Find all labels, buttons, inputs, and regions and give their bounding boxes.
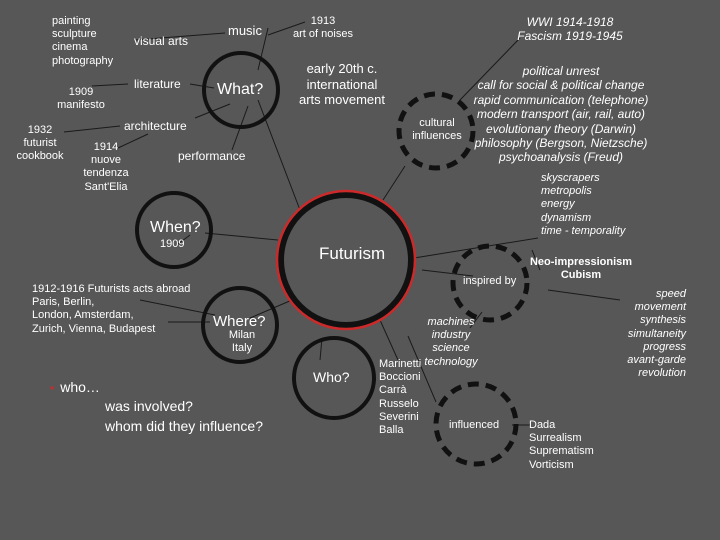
where-title: Where? [213, 313, 266, 330]
music-label: music [228, 23, 262, 38]
connector-movements-inspired [531, 249, 541, 271]
influenced-movements-list: Dada Surrealism Suprematism Vorticism [529, 419, 594, 471]
connector-influenced-center [407, 335, 437, 403]
inspired-by-label: inspired by [463, 275, 517, 287]
who-title: Who? [313, 369, 350, 385]
urban-themes-list: skyscrapers metropolis energy dynamism t… [541, 172, 626, 237]
cultural-influences-label: cultural influences [412, 117, 462, 143]
visual-arts-label: visual arts [134, 34, 189, 48]
arts-movement-label: early 20th c. international arts movemen… [299, 61, 385, 108]
when-ring [135, 191, 213, 269]
futurism-title: Futurism [319, 244, 386, 263]
inspiration-movements: Neo-impressionism Cubism [529, 256, 633, 282]
connector-nuove-architecture [117, 133, 149, 149]
futurist-artists-list: Marinetti Boccioni Carrà Russelo Severin… [379, 358, 422, 436]
futurists-abroad-text: 1912-1916 Futurists acts abroad Paris, B… [32, 283, 191, 335]
who-bullet-text: who… [60, 379, 100, 395]
connector-cookbook-architecture [63, 125, 121, 133]
performance-label: performance [178, 149, 246, 163]
nuove-tendenza-label: 1914 nuove tendenza Sant'Elia [83, 141, 129, 193]
connector-literature-what [189, 83, 215, 89]
connector-cultural-center [382, 165, 406, 201]
where-ring [201, 286, 279, 364]
connector-where-bullet [139, 299, 216, 316]
connector-artists-center [379, 319, 399, 361]
connector-year-when [177, 234, 191, 245]
who-question-influence: whom did they influence? [105, 418, 263, 434]
art-of-noises-label: 1913 art of noises [293, 15, 353, 41]
influenced-label: influenced [449, 419, 500, 431]
when-year: 1909 [160, 238, 185, 250]
what-title: What? [217, 81, 264, 98]
connector-visualarts-music [134, 32, 226, 41]
cultural-influences-list: political unrest call for social & polit… [473, 64, 649, 165]
technology-list: machines industry science technology [424, 316, 478, 368]
manifesto-label: 1909 manifesto [57, 86, 105, 112]
connector-where-center [249, 299, 293, 319]
wwi-fascism-label: WWI 1914-1918 Fascism 1919-1945 [517, 15, 623, 44]
connector-tech-inspired [469, 311, 483, 329]
connector-music-what [257, 27, 269, 71]
connector-when-center [204, 232, 279, 241]
who-question-involved: was involved? [105, 398, 193, 414]
connector-inspired-center [421, 269, 474, 277]
literature-label: literature [134, 77, 181, 91]
where-cities: Milan Italy [228, 329, 256, 355]
architecture-label: architecture [124, 119, 187, 133]
connector-noises-what [267, 21, 306, 36]
futurism-ring-outer [275, 189, 417, 331]
bullet-icon: • [50, 381, 55, 395]
who-ring [292, 336, 376, 420]
connector-themes-center [413, 237, 539, 259]
visual-arts-list: painting sculpture cinema photography [52, 15, 114, 67]
futurist-cookbook-label: 1932 futurist cookbook [16, 124, 64, 163]
influenced-ring [433, 381, 519, 467]
connector-concepts-inspired [547, 289, 621, 301]
what-ring [202, 51, 280, 129]
futurist-concepts-list: speed movement synthesis simultaneity pr… [627, 288, 686, 380]
cultural-ring [396, 91, 476, 171]
who-bullet: • who… [50, 379, 100, 396]
when-title: When? [150, 219, 201, 236]
inspired-ring [450, 243, 530, 323]
connector-wars-cultural [459, 37, 521, 101]
futurism-ring-inner [278, 192, 414, 328]
connector-manifesto-literature [91, 83, 129, 87]
